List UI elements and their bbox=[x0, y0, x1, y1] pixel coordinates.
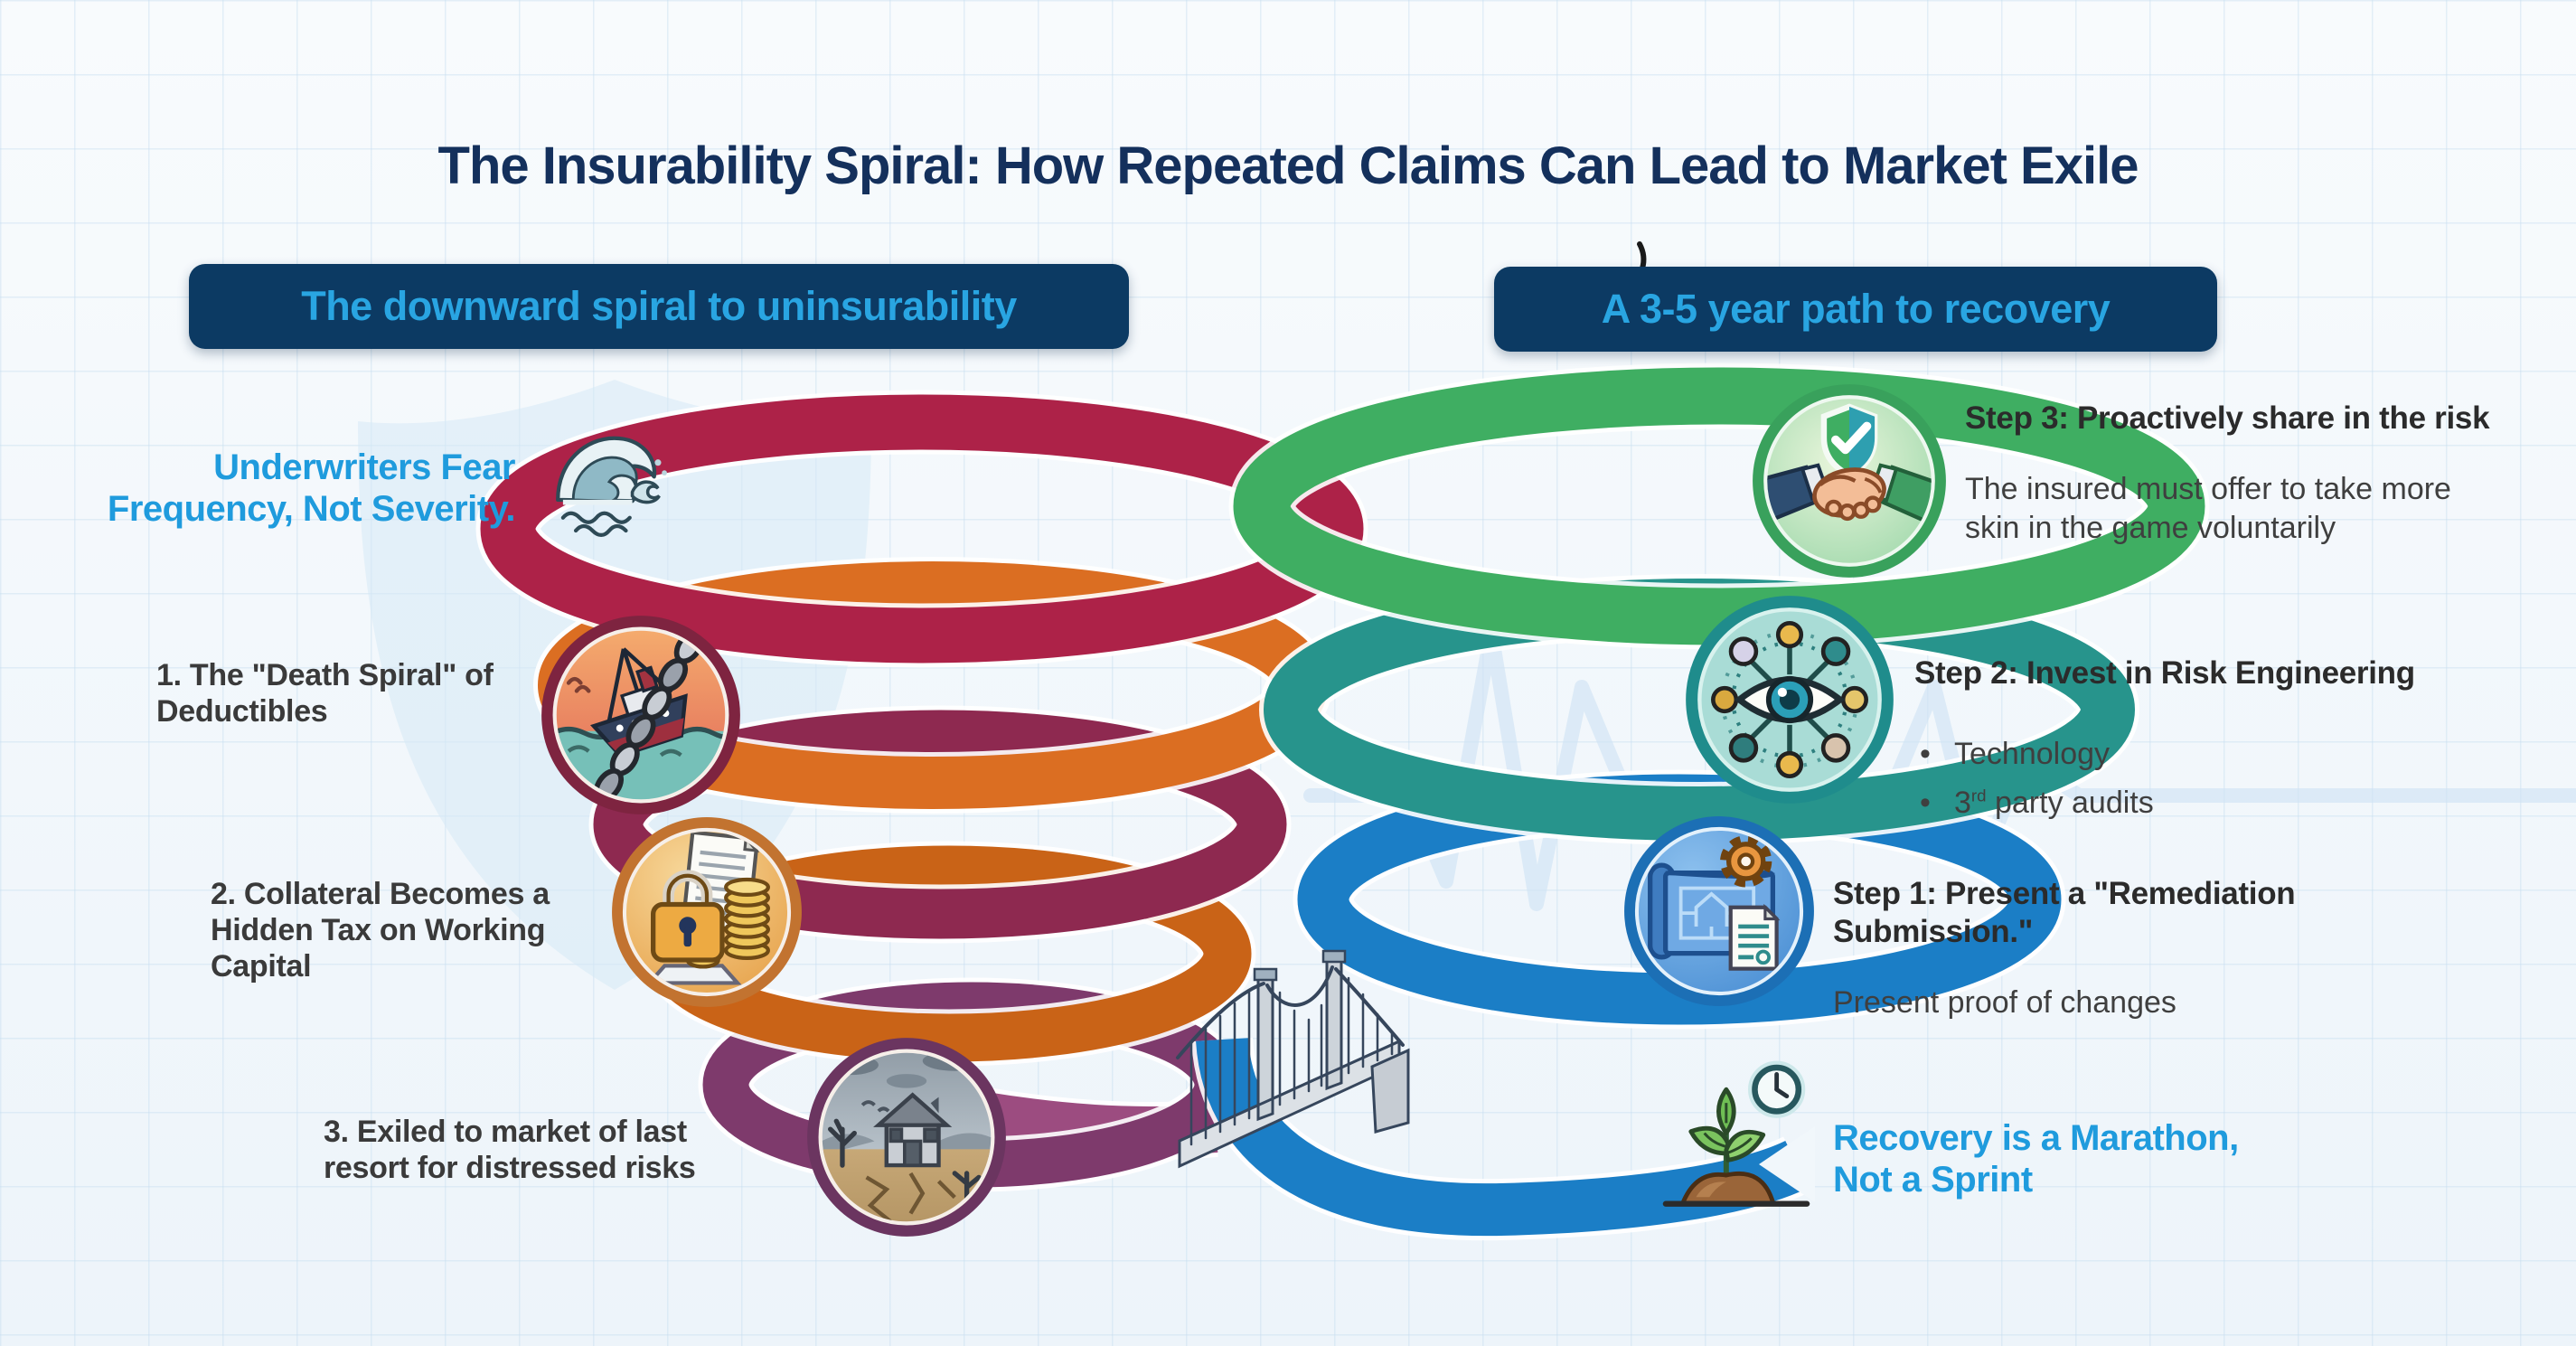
step-1-title: Step 1: Present a "Remediation Submissio… bbox=[1833, 876, 2296, 949]
callout-line: Not a Sprint bbox=[1833, 1160, 2033, 1200]
bullet-dot: • bbox=[1920, 786, 1931, 821]
underwriters-callout: Underwriters Fear Frequency, Not Severit… bbox=[63, 447, 516, 531]
spiral-item-collateral: 2. Collateral Becomes a Hidden Tax on Wo… bbox=[211, 877, 550, 984]
step-1-block: Step 1: Present a "Remediation Submissio… bbox=[1833, 875, 2339, 1022]
lock-and-coins-icon bbox=[611, 816, 803, 1008]
step-1-body: Present proof of changes bbox=[1833, 985, 2176, 1020]
step-3-block: Step 3: Proactively share in the risk Th… bbox=[1965, 400, 2498, 547]
callout-line: Frequency, Not Severity. bbox=[107, 489, 516, 530]
page-title: The Insurability Spiral: How Repeated Cl… bbox=[437, 136, 2139, 195]
spiral-item-deductibles: 1. The "Death Spiral" of Deductibles bbox=[156, 658, 494, 729]
step-2-bullet-list: •Technology •3rd party audits bbox=[1914, 734, 2529, 823]
ocean-wave-icon bbox=[539, 418, 680, 546]
right-section-header-badge: A 3-5 year path to recovery bbox=[1494, 267, 2217, 352]
bullet-item: •Technology bbox=[1914, 734, 2529, 774]
bridge-graphic bbox=[1176, 949, 1410, 1169]
step-3-body: The insured must offer to take more skin… bbox=[1965, 472, 2451, 545]
step-3-title: Step 3: Proactively share in the risk bbox=[1965, 400, 2490, 436]
abandoned-house-icon bbox=[806, 1037, 1007, 1238]
risk-monitoring-eye-icon bbox=[1685, 595, 1894, 805]
spiral-item-exiled: 3. Exiled to market of last resort for d… bbox=[324, 1115, 696, 1186]
step-2-title: Step 2: Invest in Risk Engineering bbox=[1914, 655, 2415, 691]
bullet-item: •3rd party audits bbox=[1914, 783, 2529, 823]
cursor-mark bbox=[1637, 241, 1647, 271]
recovery-callout: Recovery is a Marathon, Not a Sprint bbox=[1833, 1117, 2285, 1201]
callout-line: Recovery is a Marathon, bbox=[1833, 1118, 2239, 1158]
left-section-header-badge: The downward spiral to uninsurability bbox=[189, 264, 1129, 349]
blueprint-gear-icon bbox=[1623, 815, 1815, 1007]
handshake-shield-icon bbox=[1752, 383, 1947, 579]
step-2-block: Step 2: Invest in Risk Engineering •Tech… bbox=[1914, 654, 2529, 832]
callout-line: Underwriters Fear bbox=[213, 447, 515, 487]
sinking-ship-icon bbox=[541, 615, 741, 815]
bullet-dot: • bbox=[1920, 737, 1931, 771]
growth-plant-clock-icon bbox=[1652, 1056, 1820, 1224]
